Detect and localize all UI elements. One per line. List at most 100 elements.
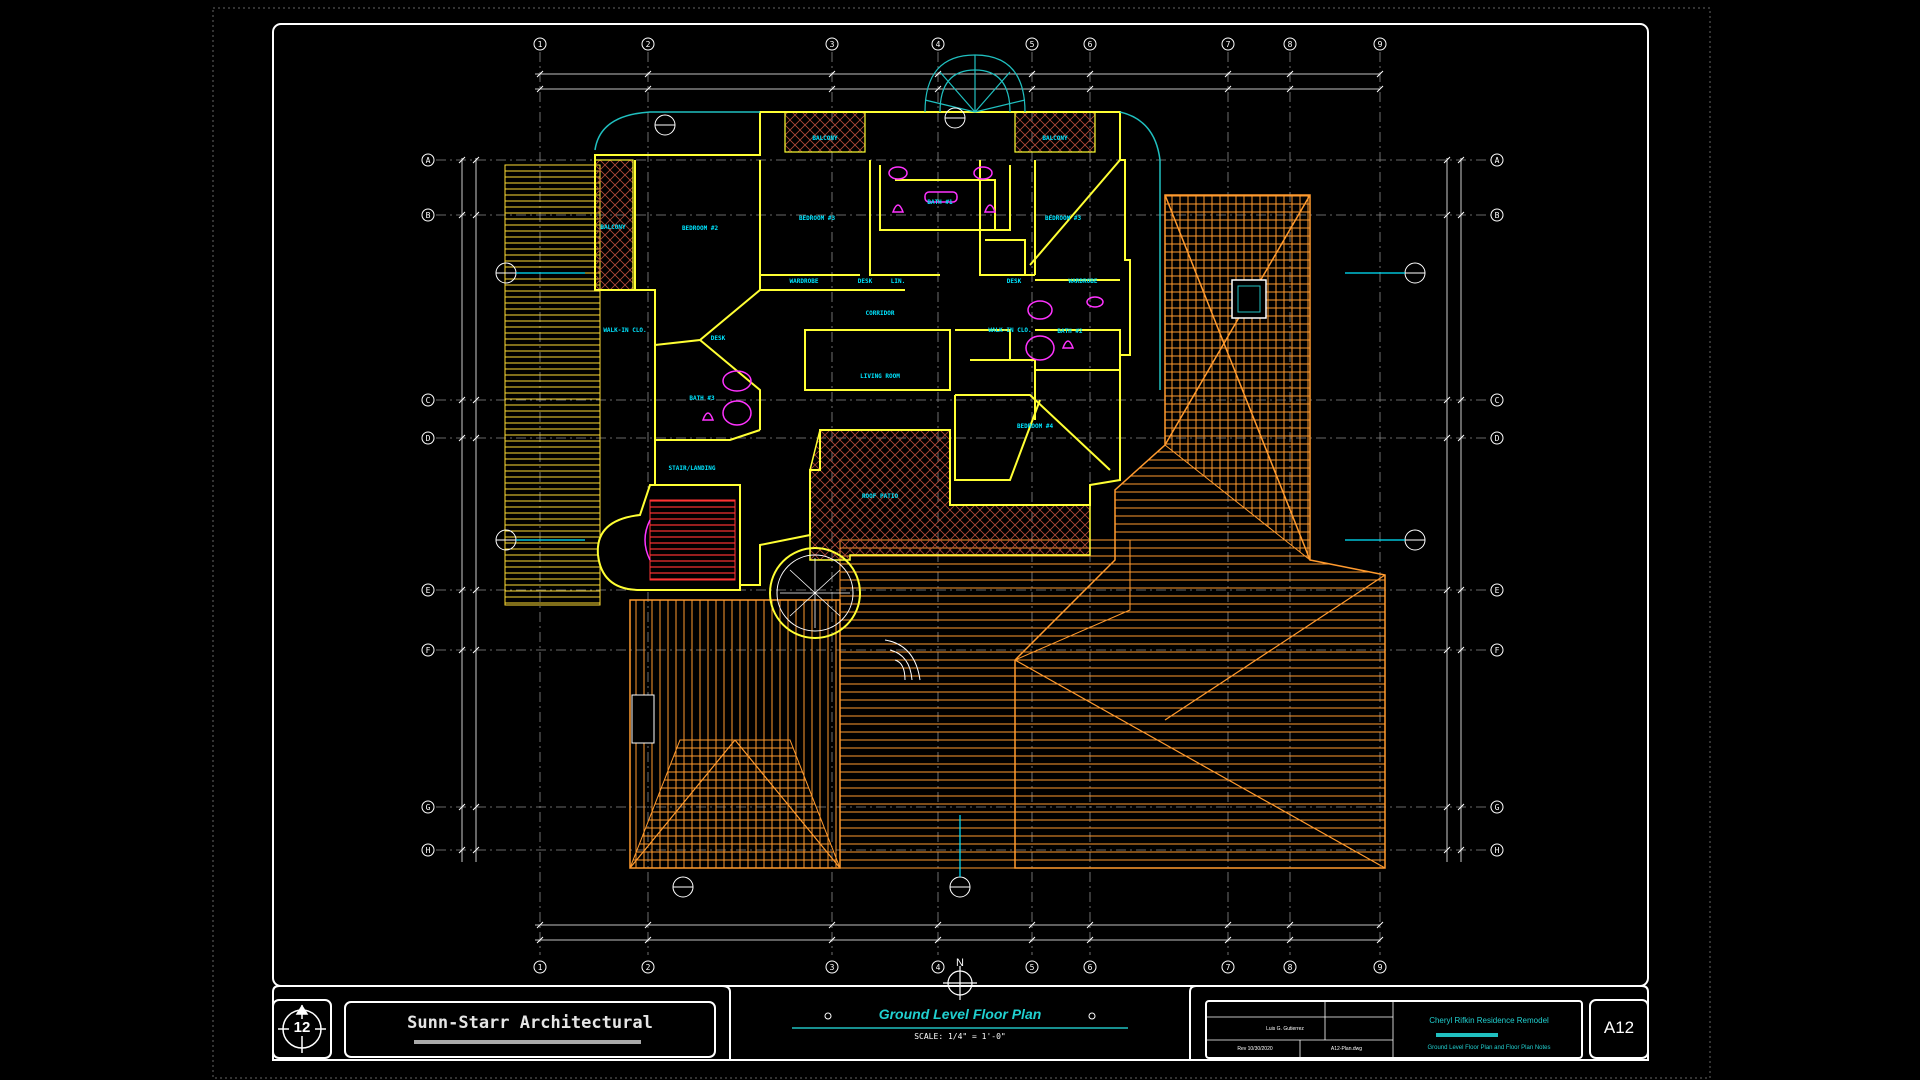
room-label-balcony-top-left: BALCONY: [812, 135, 838, 142]
room-label-roof-patio: ROOF PATIO: [862, 493, 899, 500]
grid-bubble-col: 8: [1283, 37, 1297, 51]
grid-bubble-label: B: [1495, 211, 1500, 220]
room-label-bedroom-3a: BEDROOM #3: [799, 215, 836, 222]
grid-bubble-label: 5: [1030, 40, 1035, 49]
dim-tick: [1286, 936, 1294, 944]
grid-bubble-label: 3: [830, 40, 835, 49]
dim-tick: [472, 211, 480, 219]
project-name: Cheryl Rifkin Residence Remodel: [1429, 1016, 1549, 1025]
grid-bubble-label: F: [1495, 646, 1500, 655]
grid-bubble-col: 6: [1083, 37, 1097, 51]
dim-tick: [1443, 646, 1451, 654]
room-label-stair: STAIR/LANDING: [669, 465, 716, 472]
roof-right: [1014, 194, 1386, 869]
dim-tick: [1224, 85, 1232, 93]
grid-bubble-col: 3: [825, 37, 839, 51]
room-label-bath-2: BATH #2: [1057, 328, 1083, 335]
grid-bubble-row: C: [1490, 393, 1504, 407]
dim-tick: [1286, 85, 1294, 93]
grid-bubble-row: C: [421, 393, 435, 407]
dim-tick: [472, 156, 480, 164]
dimension-ticks: [458, 70, 1465, 944]
grid-bubble-col: 1: [533, 37, 547, 51]
title-block: [272, 985, 1649, 1061]
grid-bubble-label: 9: [1378, 963, 1383, 972]
dim-tick: [458, 646, 466, 654]
room-label-bath-1: BATH #1: [927, 199, 953, 206]
grid-bubble-col: 5: [1025, 37, 1039, 51]
spiral-stair-top: [924, 54, 1026, 113]
room-label-bedroom-4: BEDROOM #4: [1017, 423, 1054, 430]
dim-tick: [1286, 921, 1294, 929]
grid-bubble-label: 2: [646, 40, 651, 49]
grid-bubble-label: E: [1495, 586, 1500, 595]
stair-tower: [596, 484, 741, 591]
dim-tick: [934, 921, 942, 929]
dim-tick: [1086, 921, 1094, 929]
balcony-hatch-left: [594, 159, 634, 291]
room-label-desk-left: DESK: [858, 278, 873, 285]
firm-name: Sunn-Starr Architectural: [407, 1013, 653, 1033]
grid-bubble-row: D: [421, 431, 435, 445]
dim-tick: [644, 70, 652, 78]
dim-tick: [458, 396, 466, 404]
teal-outline: [594, 111, 1161, 390]
grid-bubble-col: 1: [533, 960, 547, 974]
grid-bubble-row: A: [421, 153, 435, 167]
dim-tick: [458, 156, 466, 164]
dim-tick: [458, 846, 466, 854]
dim-tick: [1443, 396, 1451, 404]
roof-lower-left: [629, 599, 841, 869]
section-markers: [495, 107, 1426, 898]
dim-tick: [828, 921, 836, 929]
room-label-bath-3: BATH #3: [689, 395, 715, 402]
grid-bubble-label: 9: [1378, 40, 1383, 49]
dim-tick: [536, 936, 544, 944]
dim-tick: [1086, 85, 1094, 93]
dim-tick: [1443, 211, 1451, 219]
room-label-walk-in-right: WALK-IN CLO.: [988, 327, 1031, 334]
grid-bubble-label: A: [426, 156, 431, 165]
floor-plan-walls: [594, 111, 1131, 586]
drawing-scale: SCALE: 1/4" = 1'-0": [914, 1032, 1006, 1041]
dim-tick: [1443, 434, 1451, 442]
grid-bubble-label: C: [426, 396, 431, 405]
room-label-balcony-top-right: BALCONY: [1042, 135, 1068, 142]
dim-tick: [1457, 586, 1465, 594]
dim-tick: [1443, 586, 1451, 594]
section-cut-lines: [516, 272, 1405, 877]
grid-bubble-row: G: [1490, 800, 1504, 814]
balcony-hatch-top-right: [1014, 111, 1096, 153]
north-label: N: [956, 957, 964, 969]
dim-tick: [644, 936, 652, 944]
room-label-lin: LIN.: [891, 278, 905, 285]
dim-tick: [458, 803, 466, 811]
grid-bubble-label: 7: [1226, 963, 1231, 972]
grid-bubble-label: 5: [1030, 963, 1035, 972]
dim-tick: [644, 921, 652, 929]
grid-bubble-label: G: [426, 803, 431, 812]
grid-bubble-row: H: [421, 843, 435, 857]
grid-bubble-label: 1: [538, 963, 543, 972]
dim-tick: [828, 936, 836, 944]
grid-bubble-col: 8: [1283, 960, 1297, 974]
dim-tick: [934, 85, 942, 93]
dim-tick: [1443, 803, 1451, 811]
dim-tick: [458, 434, 466, 442]
dim-tick: [828, 70, 836, 78]
grid-bubble-row: B: [421, 208, 435, 222]
sheet-id: A12: [1603, 1018, 1635, 1037]
balcony-hatch-top-left: [784, 111, 866, 153]
dim-tick: [458, 586, 466, 594]
grid-bubble-col: 3: [825, 960, 839, 974]
room-label-living: LIVING ROOM: [860, 373, 900, 380]
grid-bubble-row: H: [1490, 843, 1504, 857]
dim-tick: [1457, 846, 1465, 854]
dim-tick: [1086, 70, 1094, 78]
grid-bubble-label: 1: [538, 40, 543, 49]
north-arrow: [943, 966, 977, 1000]
dim-tick: [536, 70, 544, 78]
grid-bubble-label: H: [426, 846, 431, 855]
